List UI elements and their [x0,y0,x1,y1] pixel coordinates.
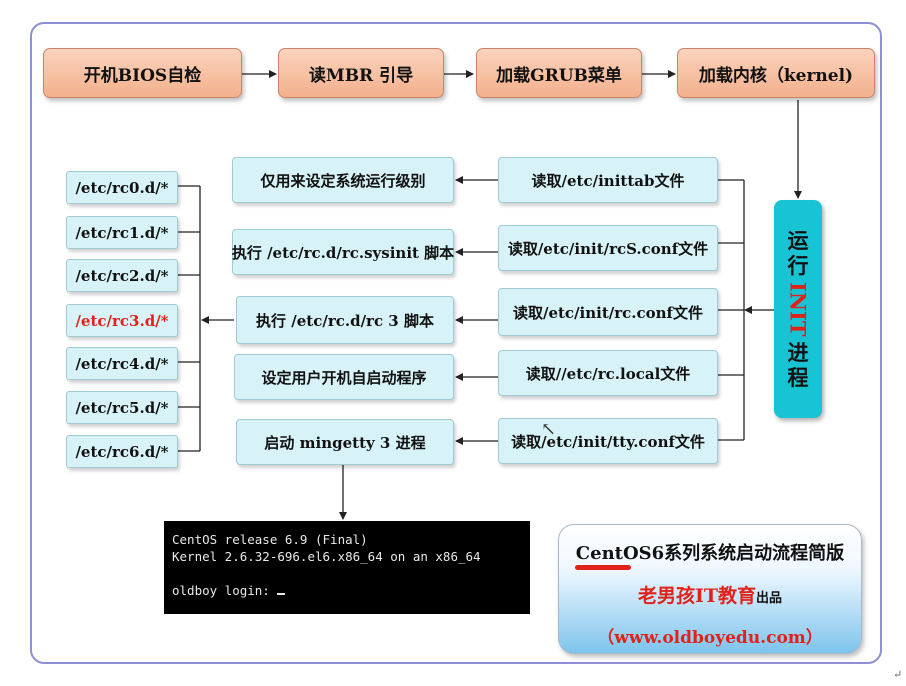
rc3-box: /etc/rc3.d/* [66,304,178,337]
rc2-box: /etc/rc2.d/* [66,259,178,292]
bios-self-test-box: 开机BIOS自检 [43,48,242,98]
terminal-cursor [277,583,286,595]
init-char-2: 行 [787,252,809,278]
init-char-4: 程 [787,365,809,391]
rc4-box: /etc/rc4.d/* [66,347,178,380]
run-init-process-box: 运 行 INIT 进 程 [774,200,822,418]
load-kernel-box: 加载内核（kernel) [677,48,875,98]
info-org-suffix: 出品 [756,591,783,606]
read-inittab-box: 读取/etc/inittab文件 [498,157,718,203]
login-terminal: CentOS release 6.9 (Final) Kernel 2.6.32… [164,521,530,614]
info-url: （www.oldboyedu.com） [597,628,823,648]
terminal-kernel-line: Kernel 2.6.32-696.el6.x86_64 on an x86_6… [172,549,481,564]
mouse-pointer-icon: ↖ [541,419,557,440]
read-rc-local-box: 读取//etc/rc.local文件 [498,350,718,396]
run-rc-sysinit-box: 执行 /etc/rc.d/rc.sysinit 脚本 [232,229,454,275]
user-autostart-box: 设定用户开机自启动程序 [234,354,454,400]
read-rc-conf-box: 读取/etc/init/rc.conf文件 [498,288,718,336]
start-mingetty-box: 启动 mingetty 3 进程 [236,419,454,465]
rc1-box: /etc/rc1.d/* [66,216,178,249]
rc5-box: /etc/rc5.d/* [66,391,178,424]
load-grub-box: 加载GRUB菜单 [476,48,642,98]
paragraph-mark-icon: ↵ [893,668,903,681]
terminal-login-line: oldboy login: [172,582,522,599]
read-rcs-conf-box: 读取/etc/init/rcS.conf文件 [498,225,718,271]
terminal-release-line: CentOS release 6.9 (Final) [172,532,368,547]
info-org-line: 老男孩IT教育出品 [559,581,861,608]
run-rc3-script-box: 执行 /etc/rc.d/rc 3 脚本 [236,296,454,344]
terminal-login-prompt: oldboy login: [172,583,278,598]
rc6-box: /etc/rc6.d/* [66,435,178,468]
read-mbr-box: 读MBR 引导 [278,48,444,98]
rc0-box: /etc/rc0.d/* [66,171,178,204]
read-tty-conf-box: 读取/etc/init/tty.conf文件 [498,418,718,464]
info-org: 老男孩IT教育 [637,585,756,607]
init-label: INIT [785,281,811,337]
init-char-1: 运 [787,227,809,253]
title-underline-mark [575,565,631,570]
info-card: CentOS6系列系统启动流程简版 老男孩IT教育出品 （www.oldboye… [558,524,862,654]
set-runlevel-box: 仅用来设定系统运行级别 [232,157,454,203]
info-title: CentOS6系列系统启动流程简版 [575,543,845,564]
init-char-3: 进 [787,340,809,366]
